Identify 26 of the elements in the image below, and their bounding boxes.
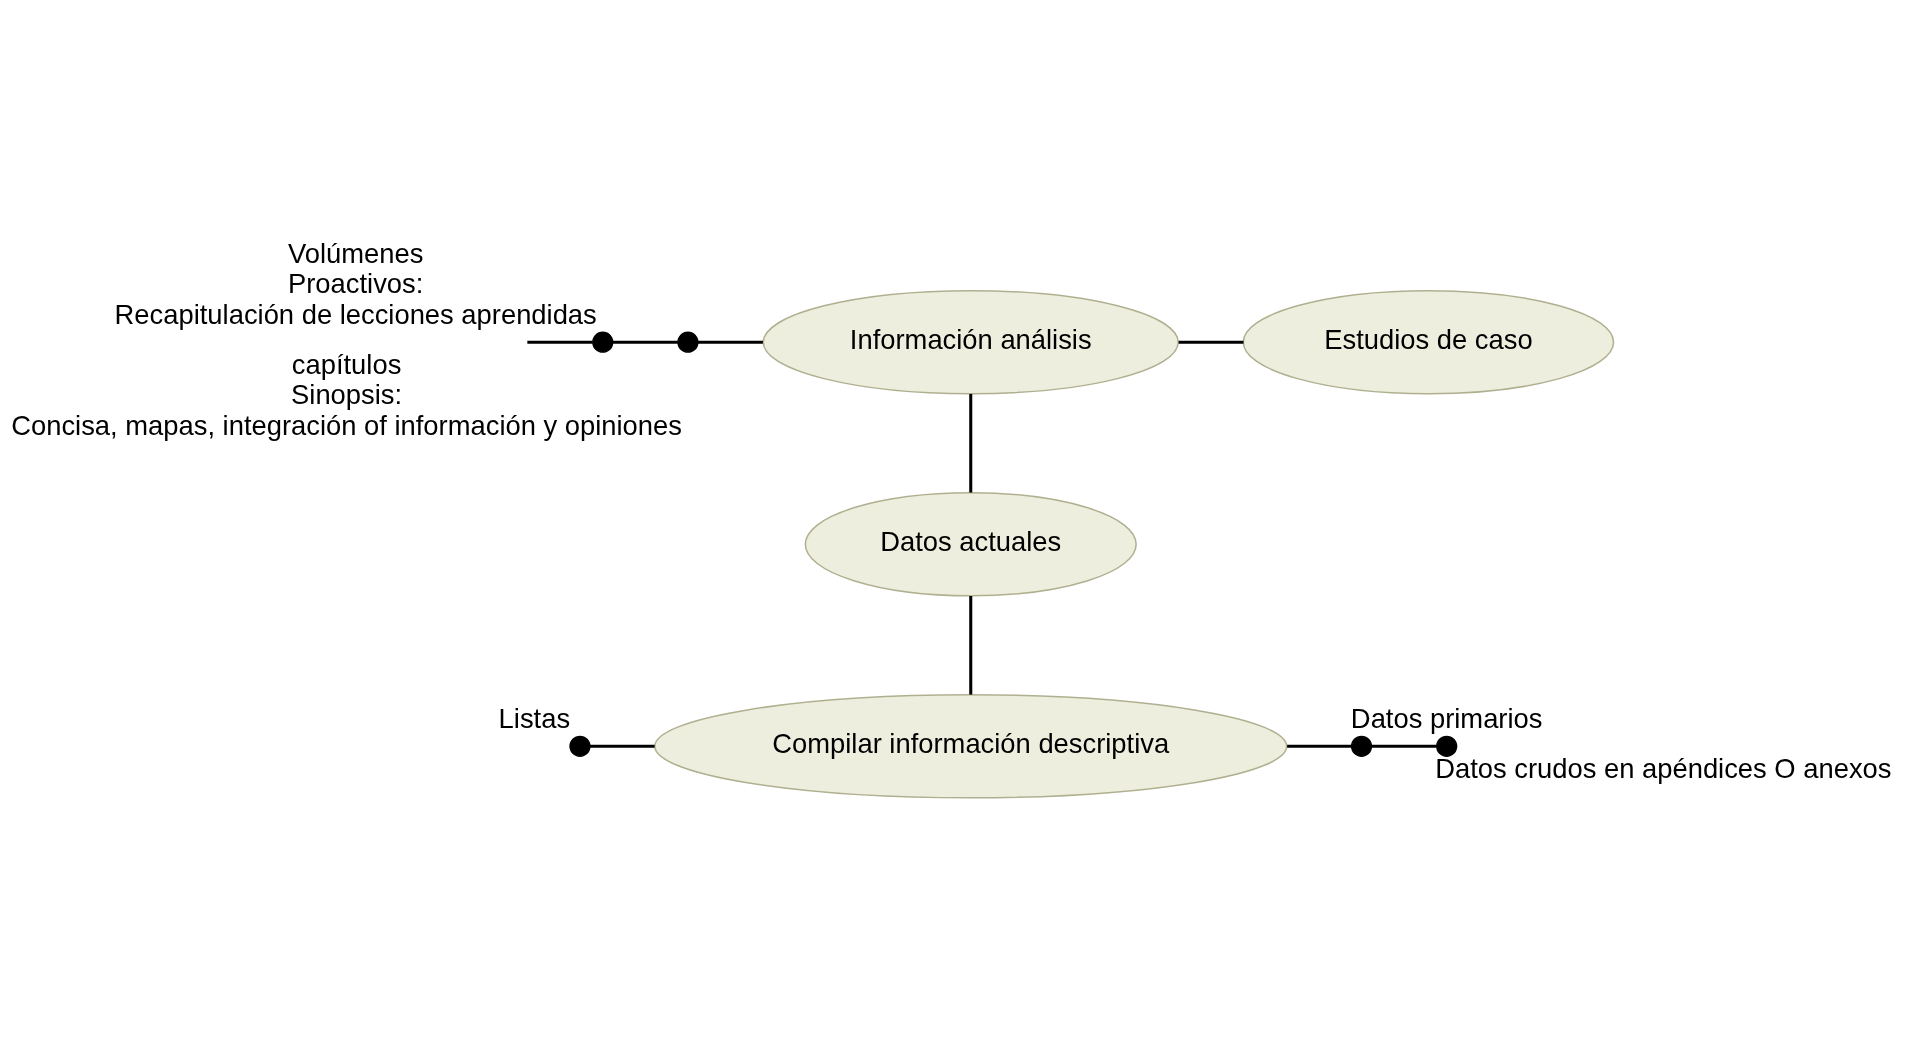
connector bbox=[1178, 340, 1244, 344]
connector bbox=[612, 340, 678, 344]
node-label: capítulos bbox=[291, 348, 402, 380]
connector bbox=[1287, 744, 1352, 748]
node-label: Proactivos: bbox=[288, 267, 424, 299]
node-ellipse: Estudios de caso bbox=[1242, 289, 1615, 394]
connector bbox=[969, 393, 973, 493]
node-ellipse: Compilar información descriptiva bbox=[654, 693, 1288, 799]
node-ellipse: Información análisis bbox=[762, 289, 1179, 394]
node-label: Listas bbox=[498, 702, 571, 734]
connector bbox=[969, 595, 973, 695]
node-label: Volúmenes bbox=[288, 237, 424, 269]
connector bbox=[589, 744, 655, 748]
connector bbox=[527, 340, 593, 344]
node-circle bbox=[677, 331, 699, 353]
node-label: Recapitulación de lecciones aprendidas bbox=[114, 298, 597, 330]
connector bbox=[697, 340, 763, 344]
node-circle bbox=[1436, 735, 1458, 757]
node-circle bbox=[592, 331, 614, 353]
connector bbox=[1371, 744, 1437, 748]
node-circle bbox=[569, 735, 591, 757]
node-label: Datos crudos en apéndices O anexos bbox=[1435, 752, 1892, 784]
node-label: Concisa, mapas, integración of información y opiniones bbox=[11, 409, 682, 441]
node-label: Datos primarios bbox=[1350, 702, 1543, 734]
node-ellipse: Datos actuales bbox=[804, 491, 1137, 597]
node-circle bbox=[1350, 735, 1373, 757]
